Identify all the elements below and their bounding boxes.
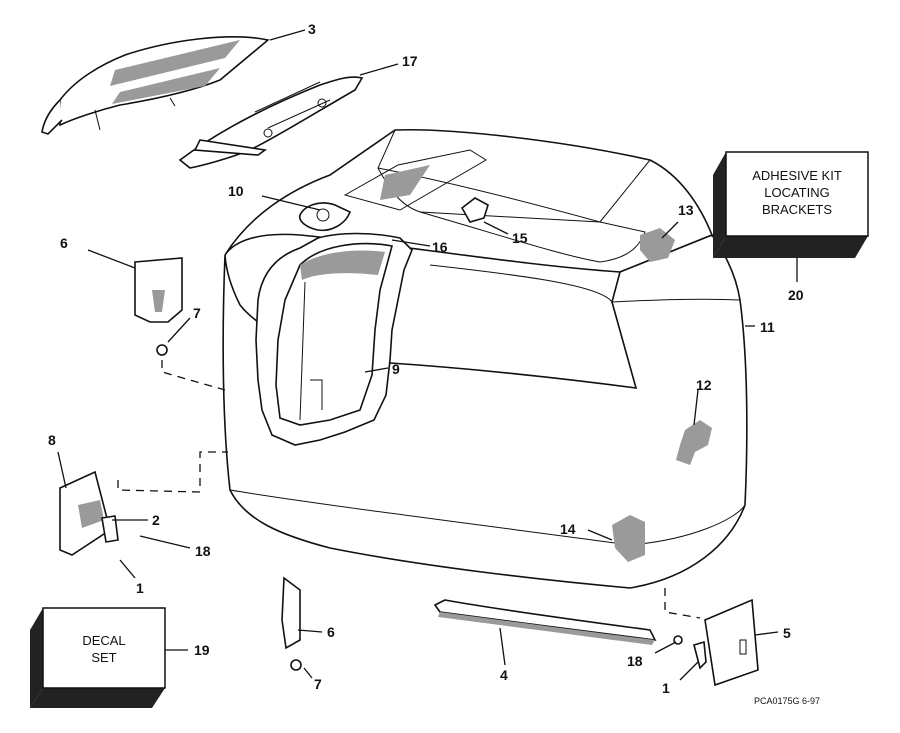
callout-3: 3 (308, 21, 316, 37)
bracket-plate-part (134, 257, 183, 356)
callout-18-left: 18 (195, 543, 211, 559)
callout-15: 15 (512, 230, 528, 246)
engine-cover-part (222, 128, 748, 589)
decal-set-box: DECAL SET (30, 607, 166, 708)
callout-2: 2 (152, 512, 160, 528)
callout-5: 5 (783, 625, 791, 641)
callout-numbers: 3 17 10 16 15 13 11 12 14 9 6 7 8 2 18 1… (48, 21, 804, 696)
part-code-footer: PCA0175G 6-97 (754, 696, 820, 706)
callout-4: 4 (500, 667, 508, 683)
callout-6-lower: 6 (327, 624, 335, 640)
leader-lines (57, 29, 798, 681)
callout-13: 13 (678, 202, 694, 218)
adhesive-kit-box: ADHESIVE KIT LOCATING BRACKETS (713, 151, 869, 258)
callout-16: 16 (432, 239, 448, 255)
callout-9: 9 (392, 361, 400, 377)
callout-12: 12 (696, 377, 712, 393)
callout-14: 14 (560, 521, 576, 537)
assembly-lines (117, 360, 701, 619)
seal-strip-part (433, 599, 657, 645)
callout-7-upper: 7 (193, 305, 201, 321)
callout-1-left: 1 (136, 580, 144, 596)
lower-bracket-part (281, 576, 302, 671)
callout-8: 8 (48, 432, 56, 448)
callout-6-upper: 6 (60, 235, 68, 251)
side-plate-part (673, 598, 759, 687)
decal-set-line-2: SET (91, 650, 116, 665)
grill-slots (110, 40, 240, 104)
callout-10: 10 (228, 183, 244, 199)
callout-17: 17 (402, 53, 418, 69)
latch-mount-part (59, 470, 119, 556)
vent-grill-part (41, 36, 270, 135)
callout-11: 11 (760, 319, 775, 335)
adhesive-kit-line-3: BRACKETS (762, 202, 832, 217)
adhesive-kit-line-2: LOCATING (764, 185, 830, 200)
decal-set-line-1: DECAL (82, 633, 125, 648)
callout-7-lower: 7 (314, 676, 322, 692)
callout-20: 20 (788, 287, 804, 303)
callout-18-right: 18 (627, 653, 643, 669)
top-cap-part (178, 76, 364, 169)
callout-19: 19 (194, 642, 210, 658)
adhesive-kit-line-1: ADHESIVE KIT (752, 168, 842, 183)
callout-1-right: 1 (662, 680, 670, 696)
